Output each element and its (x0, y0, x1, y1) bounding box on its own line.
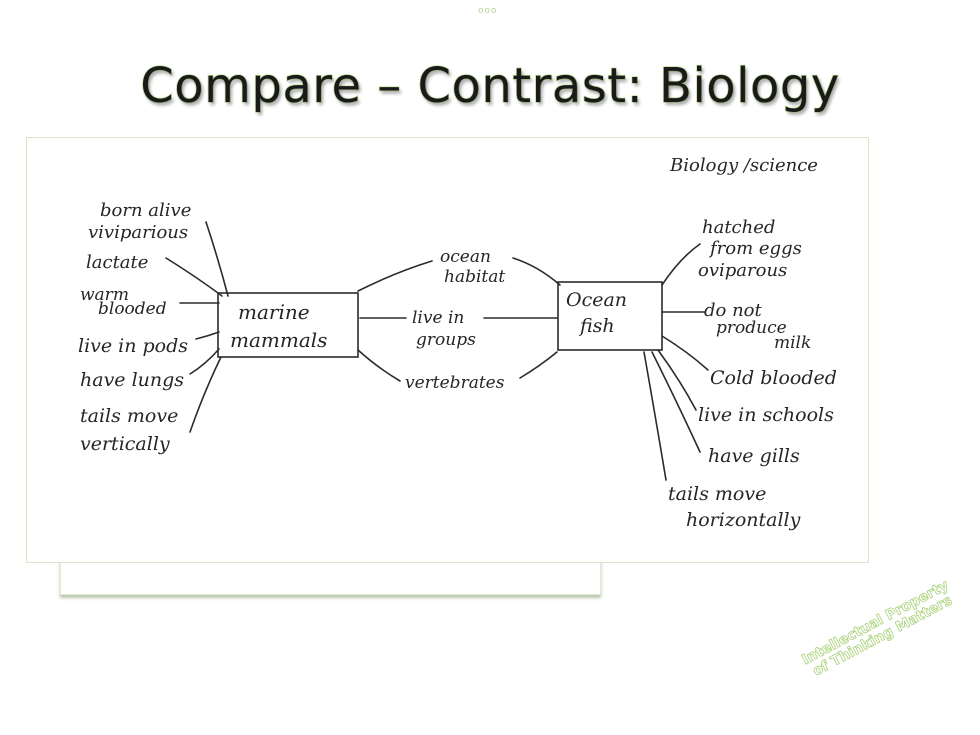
left-item-born-alive-line2: viviparious (88, 222, 188, 243)
left-node-label-line2: mammals (230, 328, 327, 352)
shared-item-ocean-line2: habitat (444, 267, 505, 287)
right-item-hatched-line3: oviparous (698, 260, 787, 281)
right-item-milk-line2: produce (716, 318, 787, 338)
right-item-hatched-line1: hatched (702, 217, 775, 238)
connector-left-vertebrates (357, 349, 401, 382)
slide-title: Compare – Contrast: Biology (140, 57, 841, 115)
diagram-photo-frame (26, 137, 869, 563)
connector-live-in-pods (195, 331, 220, 340)
connector-right-ocean-habitat (512, 257, 561, 286)
right-item-have-gills: have gills (708, 445, 800, 467)
shared-item-ocean-line1: ocean (440, 247, 491, 267)
right-item-cold-blooded: Cold blooded (710, 367, 837, 389)
right-node-label-line1: Ocean (566, 289, 627, 311)
connector-have-lungs (189, 348, 220, 375)
shared-item-groups-line2: groups (416, 330, 476, 350)
connector-right-vertebrates (519, 351, 558, 379)
left-item-born-alive-line1: born alive (100, 200, 191, 221)
right-item-live-in-schools: live in schools (698, 404, 834, 426)
connector-lactate (165, 257, 223, 297)
right-node-box (557, 281, 663, 351)
connector-live-in-schools (657, 349, 697, 411)
shared-item-groups-line1: live in (412, 308, 464, 328)
connector-tails-horizontally (643, 351, 667, 481)
right-item-tails-line2: horizontally (686, 509, 801, 531)
connector-have-gills (651, 351, 701, 453)
right-item-milk-line3: milk (774, 333, 811, 353)
left-item-lactate: lactate (86, 252, 148, 273)
right-item-hatched-line2: from eggs (708, 238, 802, 259)
connector-cold-blooded (661, 335, 709, 371)
right-node-label-line2: fish (578, 315, 615, 337)
left-node-box (217, 292, 359, 358)
shared-item-vertebrates: vertebrates (405, 373, 505, 393)
connector-tails-vertically (189, 356, 222, 433)
connector-left-ocean-habitat (357, 260, 433, 292)
left-item-tails-line1: tails move (80, 405, 178, 427)
left-node-label-line1: marine (238, 300, 310, 324)
left-item-live-in-pods: live in pods (78, 335, 188, 357)
right-item-tails-line1: tails move (668, 483, 766, 505)
connector-born-alive (205, 221, 229, 297)
left-item-tails-line2: vertically (80, 433, 170, 455)
right-item-milk-line1: do not (704, 300, 763, 321)
corner-note: Biology /science (669, 155, 818, 176)
left-item-have-lungs: have lungs (80, 369, 184, 391)
left-item-warm-line2: blooded (98, 299, 167, 319)
left-item-warm-line1: warm (80, 285, 129, 305)
connector-hatched (661, 243, 701, 286)
top-mark: ooo (478, 6, 498, 16)
